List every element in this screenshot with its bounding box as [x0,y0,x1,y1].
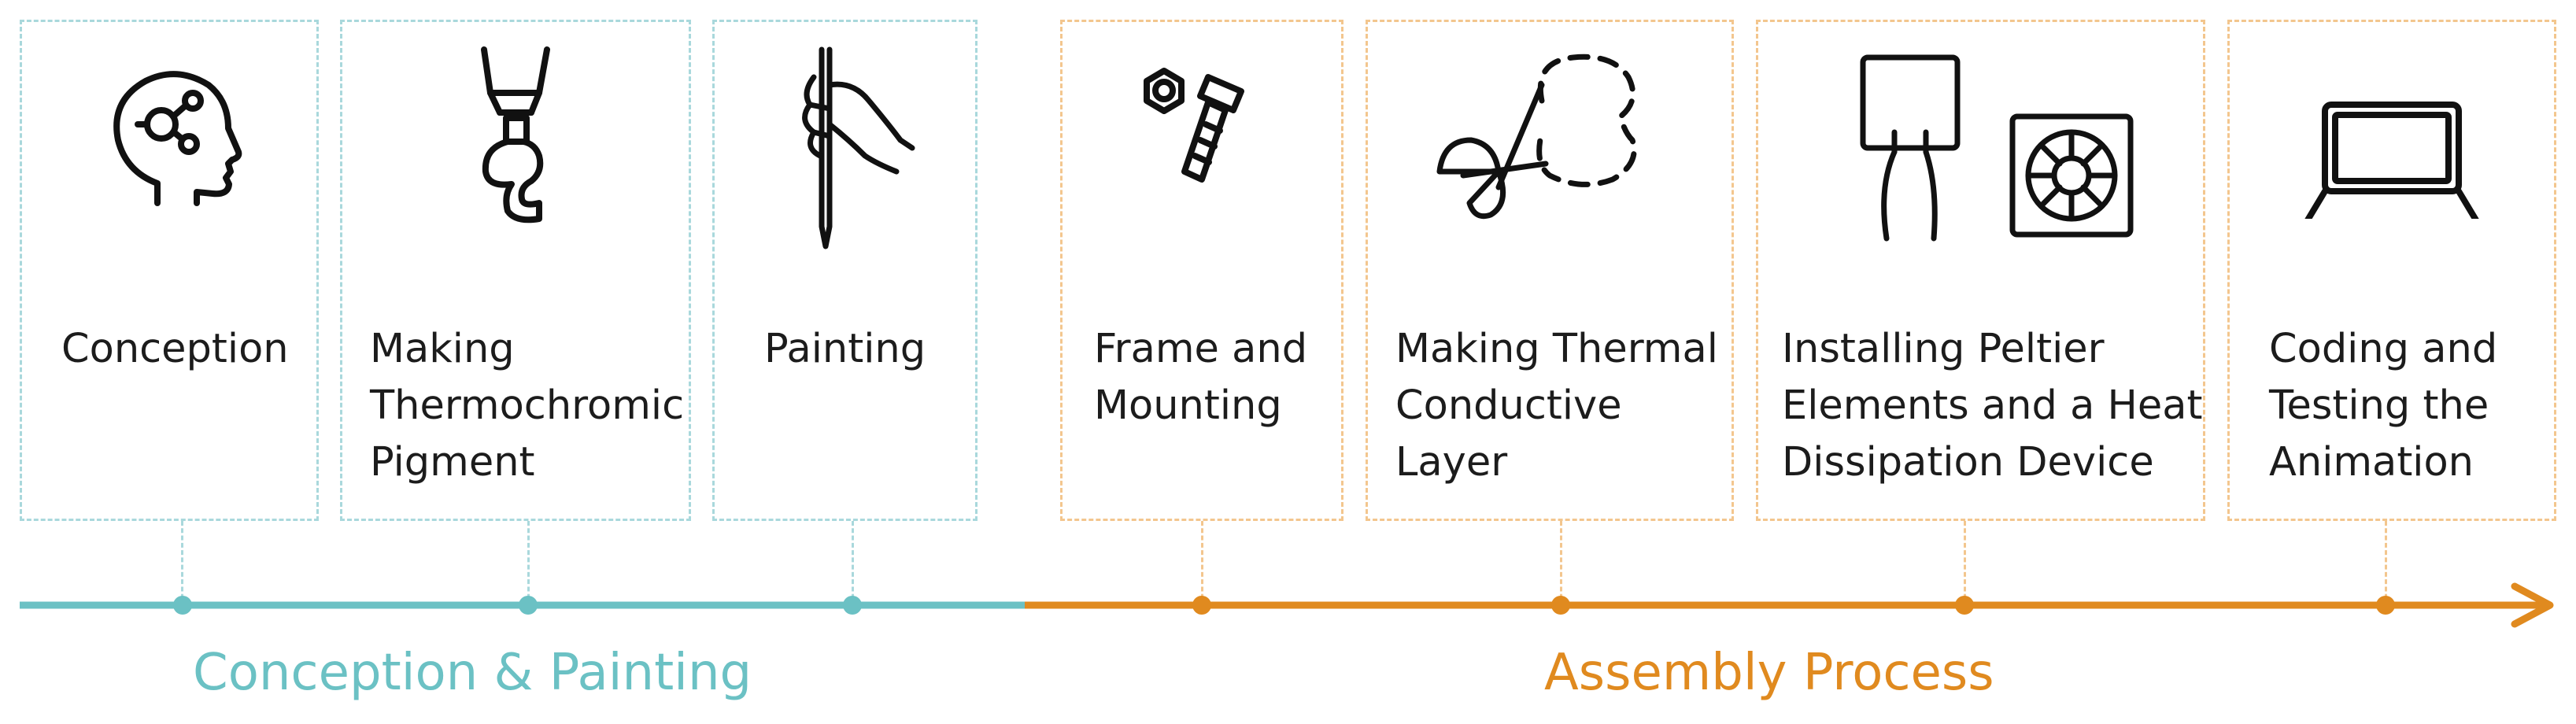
pigment-dropper-icon [342,46,689,297]
nut-bolt-icon [1063,46,1341,297]
timeline-arrow [20,582,2554,628]
step-card-frame-and-mounting: Frame and Mounting [1060,20,1343,521]
section-label-assembly-process: Assembly Process [1544,644,1994,702]
step-card-installing-peltier-elements: Installing Peltier Elements and a Heat D… [1756,20,2205,521]
step-label: Frame and Mounting [1094,326,1308,429]
step-label: Conception [61,326,289,372]
timeline-dot-painting [843,596,862,615]
connector-thermal-layer [1560,521,1562,606]
step-label: Coding and Testing the Animation [2269,326,2498,486]
timeline-dot-pigment [519,596,538,615]
connector-painting [852,521,854,606]
peltier-fan-icon [1758,46,2203,297]
head-brain-icon [22,46,316,297]
step-label: Painting [764,326,926,372]
step-label: Making Thermochromic Pigment [370,326,685,486]
timeline-dot-conception [173,596,192,615]
connector-pigment [527,521,530,606]
timeline-dot-coding [2376,596,2395,615]
step-card-making-thermal-conductive-layer: Making Thermal Conductive Layer [1366,20,1734,521]
arrowhead-icon [2511,582,2554,628]
step-card-conception: Conception [20,20,319,521]
connector-conception [181,521,183,606]
step-card-painting: Painting [712,20,978,521]
laptop-icon [2230,46,2554,297]
step-card-making-thermochromic-pigment: Making Thermochromic Pigment [340,20,691,521]
step-label: Installing Peltier Elements and a Heat D… [1782,326,2203,486]
hand-brush-icon [715,46,975,297]
step-label: Making Thermal Conductive Layer [1395,326,1718,486]
scissors-cutout-icon [1368,46,1732,297]
timeline-dot-thermal-layer [1551,596,1570,615]
timeline-dot-frame [1192,596,1211,615]
step-card-coding-and-testing: Coding and Testing the Animation [2227,20,2556,521]
connector-coding [2385,521,2387,606]
timeline-dot-peltier [1955,596,1974,615]
connector-peltier [1964,521,1966,606]
section-label-conception-painting: Conception & Painting [193,644,752,702]
connector-frame [1201,521,1203,606]
